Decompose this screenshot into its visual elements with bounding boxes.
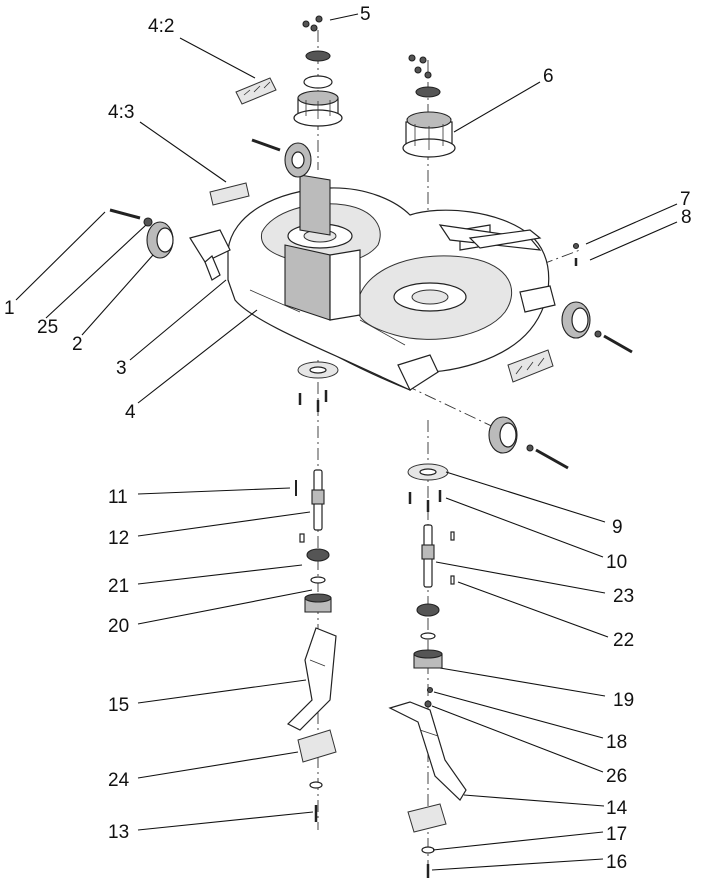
hardware-7-8 bbox=[572, 242, 580, 266]
mower-deck-housing bbox=[189, 174, 556, 391]
callout-16: 16 bbox=[606, 852, 627, 873]
assembly-axes bbox=[317, 30, 581, 870]
callout-4-3: 4:3 bbox=[108, 102, 134, 123]
callout-26: 26 bbox=[606, 766, 627, 787]
callout-19: 19 bbox=[613, 690, 634, 711]
callout-20: 20 bbox=[108, 616, 129, 637]
blade-right bbox=[388, 701, 467, 878]
callout-9: 9 bbox=[612, 517, 623, 538]
decal-4-3 bbox=[209, 182, 250, 206]
decal-4-2 bbox=[235, 77, 277, 105]
gauge-wheel-bottom bbox=[488, 416, 569, 470]
callout-labels: 4:2 5 4:3 6 7 8 1 25 2 3 4 11 12 21 20 9… bbox=[4, 4, 692, 873]
callout-4-2: 4:2 bbox=[148, 16, 174, 37]
spindle-assembly-left bbox=[295, 361, 339, 613]
leader-lines bbox=[15, 13, 678, 871]
callout-15: 15 bbox=[108, 695, 129, 716]
callout-5: 5 bbox=[360, 4, 371, 25]
callout-21: 21 bbox=[108, 576, 129, 597]
callout-6: 6 bbox=[543, 66, 554, 87]
gauge-wheel-left bbox=[109, 208, 174, 259]
callout-8: 8 bbox=[681, 207, 692, 228]
callout-11: 11 bbox=[108, 487, 128, 508]
callout-7: 7 bbox=[680, 189, 691, 210]
callout-10: 10 bbox=[606, 552, 627, 573]
blade-left bbox=[286, 627, 337, 822]
callout-25: 25 bbox=[37, 317, 58, 338]
callout-17: 17 bbox=[606, 824, 627, 845]
decal-right bbox=[507, 349, 554, 383]
spindle-assembly-right bbox=[407, 463, 455, 708]
callout-12: 12 bbox=[108, 528, 129, 549]
gauge-wheel-right bbox=[561, 301, 633, 354]
spindle-housing-left bbox=[293, 15, 343, 127]
callout-1: 1 bbox=[4, 298, 15, 319]
callout-23: 23 bbox=[613, 586, 634, 607]
callout-4: 4 bbox=[125, 402, 136, 423]
callout-13: 13 bbox=[108, 822, 129, 843]
callout-3: 3 bbox=[116, 358, 127, 379]
callout-22: 22 bbox=[613, 630, 634, 651]
callout-18: 18 bbox=[606, 732, 627, 753]
idler-pulley bbox=[251, 138, 312, 178]
callout-24: 24 bbox=[108, 770, 130, 791]
callout-2: 2 bbox=[72, 334, 83, 355]
spindle-housing-right bbox=[402, 54, 456, 158]
callout-14: 14 bbox=[606, 798, 628, 819]
